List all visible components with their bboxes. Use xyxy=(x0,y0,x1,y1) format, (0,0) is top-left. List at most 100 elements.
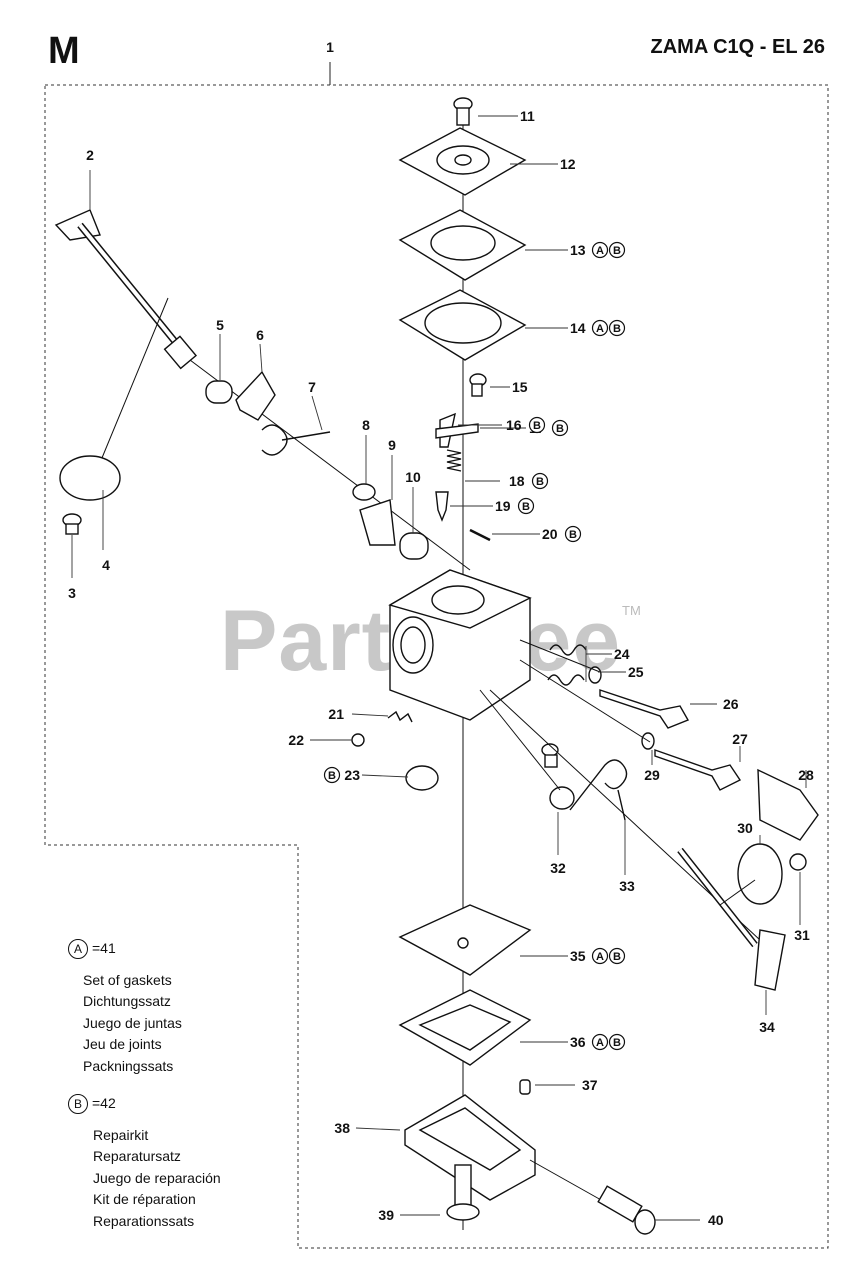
part-needle-26 xyxy=(599,689,690,729)
part-choke-plate-30 xyxy=(737,843,783,905)
legend-a-item: Jeu de joints xyxy=(83,1036,162,1052)
part-lever-17 xyxy=(435,423,479,439)
callout-5: 5 xyxy=(216,317,224,333)
part-screw-3 xyxy=(62,513,82,535)
callout-28: 28 xyxy=(798,767,814,783)
callout-37: 37 xyxy=(582,1077,598,1093)
assembly-boundary xyxy=(44,84,829,1249)
part-pin-20 xyxy=(469,528,491,542)
part-cap-28 xyxy=(757,768,819,841)
legend-b-item: Juego de reparación xyxy=(93,1169,221,1186)
badge-18-b: B xyxy=(536,476,544,488)
badge-13-a: A xyxy=(596,245,604,257)
callout-labels: 1 2 3 4 5 6 7 8 9 10 11 12 13 14 15 16 1… xyxy=(68,39,814,1228)
watermark-tm: TM xyxy=(622,603,641,618)
badge-35-a: A xyxy=(596,951,604,963)
part-screw-39 xyxy=(446,1164,480,1221)
callout-14: 14 xyxy=(570,320,586,336)
callout-38: 38 xyxy=(334,1120,350,1136)
badge-19-b: B xyxy=(522,501,530,513)
badge-13-b: B xyxy=(613,245,621,257)
badge-14-a: A xyxy=(596,323,604,335)
legend-b-letter: B xyxy=(68,1093,88,1114)
callout-2: 2 xyxy=(86,147,94,163)
callout-10: 10 xyxy=(405,469,421,485)
badge-14-b: B xyxy=(613,323,621,335)
part-pin-37 xyxy=(519,1079,531,1095)
legend-a-item: Dichtungssatz xyxy=(83,993,171,1009)
legend-a-letter: A xyxy=(68,938,88,959)
badge-23-b: B xyxy=(328,770,336,782)
part-screw-8 xyxy=(352,483,376,501)
badge-36-b: B xyxy=(613,1037,621,1049)
callout-39: 39 xyxy=(378,1207,394,1223)
callout-11: 11 xyxy=(520,108,535,124)
callout-32: 32 xyxy=(550,860,566,876)
part-bushing-5 xyxy=(205,380,233,404)
callout-40: 40 xyxy=(708,1212,724,1228)
callout-18: 18 xyxy=(509,473,525,489)
badge-16-b: B xyxy=(533,420,541,432)
callout-26: 26 xyxy=(723,696,739,712)
callout-3: 3 xyxy=(68,585,76,601)
part-carburetor-body xyxy=(388,569,532,721)
kit-badges: A B A B B B B B B B A B A B xyxy=(323,241,626,1051)
part-drawings xyxy=(54,97,819,1235)
callout-15: 15 xyxy=(512,379,528,395)
callout-20: 20 xyxy=(542,526,558,542)
part-spring-21 xyxy=(387,710,413,723)
part-spring-7 xyxy=(261,424,331,456)
badge-35-b: B xyxy=(613,951,621,963)
part-throttle-shaft-2 xyxy=(54,209,198,370)
callout-19: 19 xyxy=(495,498,511,514)
legend-b-value: =42 xyxy=(92,1095,116,1111)
part-choke-shaft-34 xyxy=(489,689,786,991)
part-throttle-plate-4 xyxy=(59,455,121,501)
part-screw-15 xyxy=(469,373,487,397)
legend-b-item: Kit de réparation xyxy=(93,1191,196,1207)
callout-12: 12 xyxy=(560,156,576,172)
callout-13: 13 xyxy=(570,242,586,258)
callout-23: 23 xyxy=(344,767,360,783)
callout-4: 4 xyxy=(102,557,110,573)
callout-7: 7 xyxy=(308,379,316,395)
callout-30: 30 xyxy=(737,820,753,836)
part-lever-9 xyxy=(359,499,396,546)
badge-20-b: B xyxy=(569,529,577,541)
legend-a-item: Set of gaskets xyxy=(83,971,172,988)
section-letter: M xyxy=(48,30,80,72)
callout-8: 8 xyxy=(362,417,370,433)
badge-36-a: A xyxy=(596,1037,604,1049)
callout-31: 31 xyxy=(794,927,810,943)
part-filter-23 xyxy=(405,765,439,791)
part-ring-25 xyxy=(588,666,602,684)
callout-16: 16 xyxy=(506,417,522,433)
legend-b-item: Repairkit xyxy=(93,1126,149,1143)
callout-36: 36 xyxy=(570,1034,586,1050)
part-ball-22 xyxy=(351,733,365,747)
callout-25: 25 xyxy=(628,664,644,680)
callout-29: 29 xyxy=(644,767,660,783)
part-screw-11 xyxy=(453,97,473,126)
part-diaphragm-13 xyxy=(398,209,527,281)
model-title: ZAMA C1Q - EL 26 xyxy=(650,36,825,58)
part-spring-33 xyxy=(569,759,628,821)
callout-1: 1 xyxy=(326,39,334,55)
part-needle-27 xyxy=(654,749,742,791)
callout-6: 6 xyxy=(256,327,264,343)
legend-kit-b: B =42 Repairkit Reparatursatz Juego de r… xyxy=(68,1093,221,1232)
legend-b-item: Reparatursatz xyxy=(93,1148,181,1164)
part-screw-40 xyxy=(529,1159,656,1235)
part-screw-31 xyxy=(789,853,807,871)
part-screw-32 xyxy=(541,743,575,810)
legend-b-item: Reparationssats xyxy=(93,1212,195,1229)
callout-21: 21 xyxy=(328,706,344,722)
legend-a-item: Juego de juntas xyxy=(83,1014,182,1031)
callout-22: 22 xyxy=(288,732,304,748)
badge-17-b: B xyxy=(556,423,564,435)
part-spring-24 xyxy=(547,644,587,686)
part-bushing-10 xyxy=(399,532,429,560)
callout-9: 9 xyxy=(388,437,396,453)
part-gasket-36 xyxy=(398,989,532,1066)
